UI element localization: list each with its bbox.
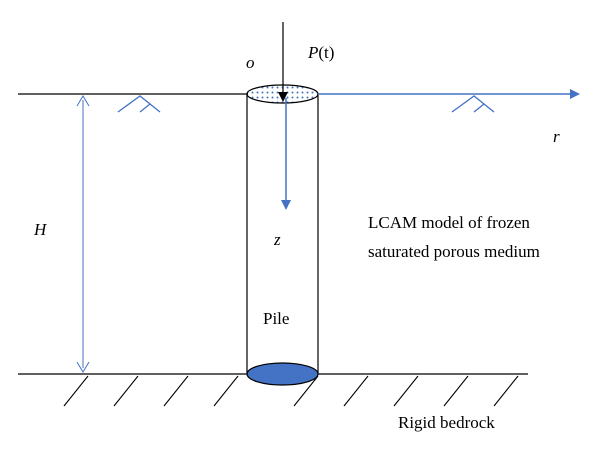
model-label-line2: saturated porous medium <box>368 242 540 261</box>
radial-axis-label: r <box>553 127 560 146</box>
bedrock-label: Rigid bedrock <box>398 413 495 432</box>
pile <box>246 84 319 386</box>
pile-bottom-ellipse <box>246 362 319 386</box>
load-label: P(t) <box>307 43 334 62</box>
height-label: H <box>33 220 48 239</box>
pile-label: Pile <box>263 309 289 328</box>
model-label-line1: LCAM model of frozen <box>368 213 530 232</box>
bedrock-hatching <box>63 375 519 407</box>
depth-axis-label: z <box>273 230 281 249</box>
ground-symbol-right <box>451 95 495 113</box>
ground-symbol-left <box>117 95 161 113</box>
origin-label: o <box>246 53 255 72</box>
height-dimension <box>76 95 90 373</box>
